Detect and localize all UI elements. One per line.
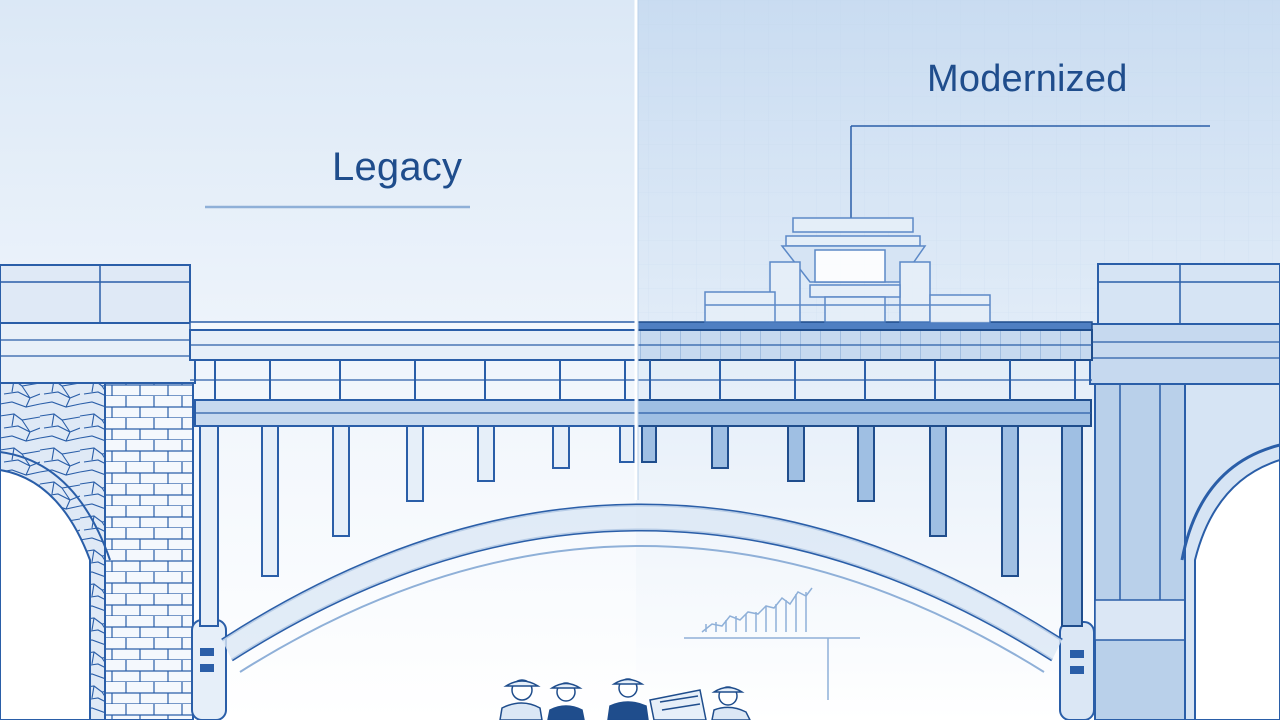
modern-deck-structure: [704, 217, 991, 324]
worker-figure: [711, 686, 751, 720]
bridge-arch: [221, 503, 1063, 673]
modernized-abutment: [1059, 263, 1280, 720]
legacy-heading: Legacy: [332, 145, 463, 189]
blueprint-plan: [649, 689, 707, 720]
workers-group: [499, 678, 751, 720]
worker-figure: [499, 679, 543, 720]
spandrel-columns-modern: [641, 425, 1083, 627]
worker-figure: [607, 678, 649, 720]
worker-figure: [547, 682, 585, 720]
modernized-heading: Modernized: [927, 58, 1128, 100]
decorative-sparkline: [684, 587, 860, 700]
legacy-abutment: [0, 264, 227, 720]
spandrel-columns: [199, 425, 635, 627]
